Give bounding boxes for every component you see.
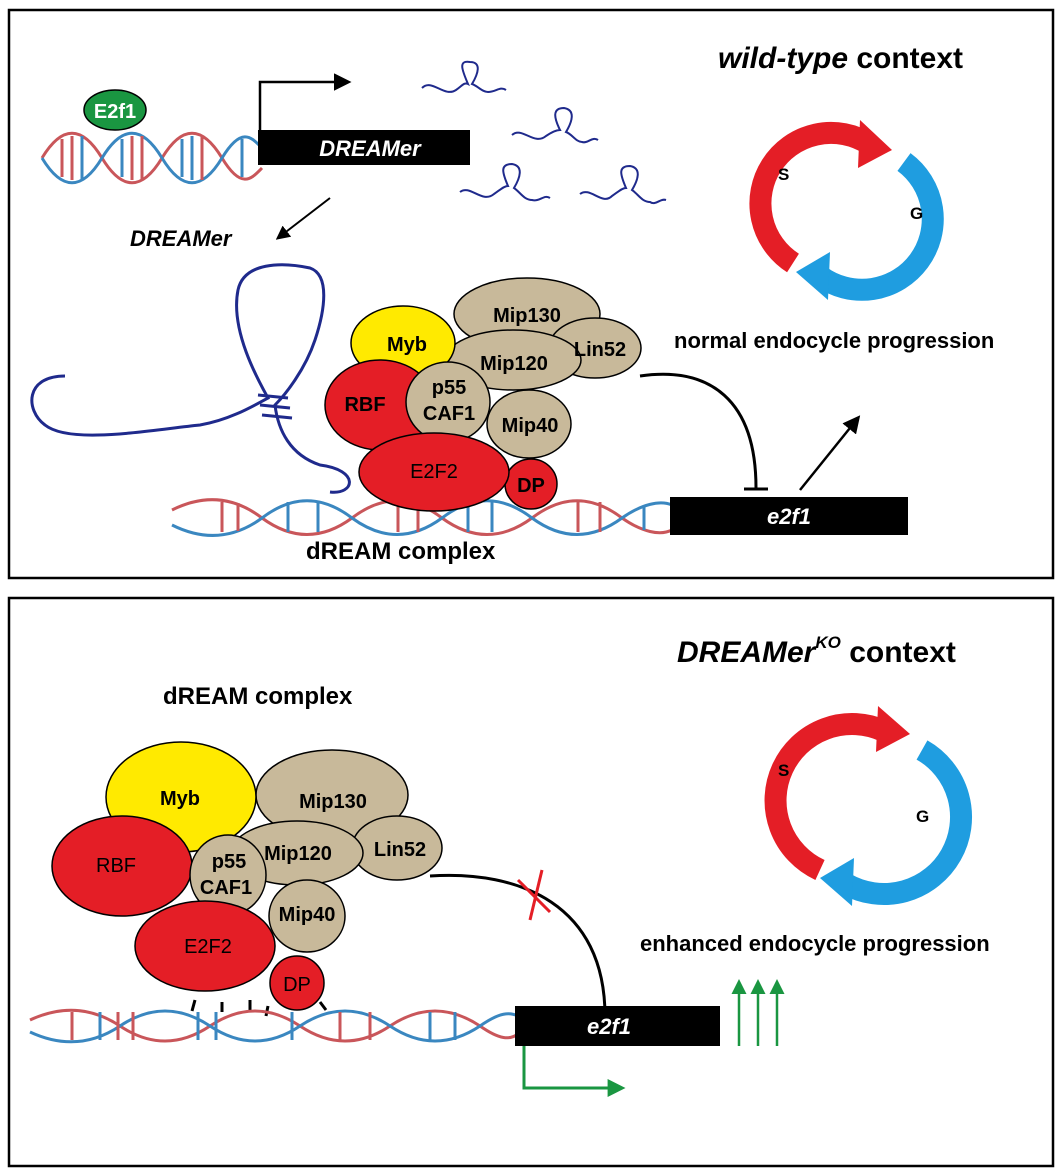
outcome-top-label: normal endocycle progression	[674, 328, 994, 353]
dna-helix-top-e2f1	[171, 498, 673, 537]
cycle-g-top-label: G	[910, 204, 923, 223]
dreamer-rna-hairpin	[30, 263, 351, 494]
cycle-s-bottom-label: S	[778, 761, 789, 780]
myb-bottom-label: Myb	[160, 788, 200, 810]
dna-helix-bottom	[29, 1008, 519, 1044]
mip40-bottom	[268, 879, 346, 953]
outcome-bottom-label: enhanced endocycle progression	[640, 931, 990, 956]
repression-line-top	[639, 372, 758, 489]
dream-complex-top	[324, 277, 642, 512]
p55-bottom-label: p55	[212, 851, 246, 873]
dp-top-label: DP	[517, 475, 545, 497]
caf1-top-label: CAF1	[423, 403, 475, 425]
e2f1-gene-top-box	[670, 497, 908, 535]
blocked-cross	[516, 869, 552, 921]
cycle-s-top-label: S	[778, 165, 789, 184]
panel-wild-type: wild-type context E2f1 DREAMer	[7, 8, 1055, 580]
caf1-bottom-label: CAF1	[200, 877, 252, 899]
rna-transcripts	[421, 60, 667, 205]
mip40-top-label: Mip40	[502, 415, 559, 437]
panel-top-title: wild-type context	[718, 42, 963, 75]
progression-arrow-top	[799, 415, 861, 491]
mip40-top	[486, 389, 572, 459]
e2f2-top-label: E2F2	[410, 461, 458, 483]
upregulation-arrows	[731, 979, 785, 1046]
lin52-bottom-label: Lin52	[374, 839, 426, 861]
e2f1-gene-bottom-box	[515, 1006, 720, 1046]
mip120-top-label: Mip120	[480, 353, 548, 375]
mip120-bottom-label: Mip120	[264, 843, 332, 865]
dp-bottom-label: DP	[283, 974, 311, 996]
lin52-top-label: Lin52	[574, 339, 626, 361]
mip130-top-label: Mip130	[493, 305, 561, 327]
dream-complex-bottom-label: dREAM complex	[163, 683, 353, 710]
e2f2-bottom	[134, 900, 276, 992]
e2f1-tss-arrow-active	[522, 1046, 626, 1097]
mip130-bottom-label: Mip130	[299, 791, 367, 813]
dreamer-release-arrow	[275, 197, 331, 240]
repression-line-bottom	[429, 873, 607, 1017]
dream-complex-top-label: dREAM complex	[306, 538, 496, 565]
rbf-top-label: RBF	[344, 394, 385, 416]
dreamer-rna-label: DREAMer	[130, 226, 233, 251]
myb-top-label: Myb	[387, 334, 427, 356]
p55-top	[405, 361, 491, 443]
rbf-bottom-label: RBF	[96, 855, 136, 877]
cycle-g-bottom-label: G	[916, 807, 929, 826]
p55-top-label: p55	[432, 377, 466, 399]
e2f1-tf-label: E2f1	[94, 101, 136, 123]
dreamer-gene-label: DREAMer	[319, 136, 422, 161]
cell-cycle-bottom	[764, 706, 972, 906]
panel-bottom-title: DREAMerKO context	[677, 633, 956, 669]
panel-dreamer-ko: DREAMerKO context dREAM complex Myb Mip1…	[7, 596, 1055, 1168]
e2f1-gene-top-label: e2f1	[767, 504, 811, 529]
e2f2-bottom-label: E2F2	[184, 936, 232, 958]
dreamer-gene-box	[258, 130, 470, 165]
dreamer-tss-arrow	[258, 73, 352, 130]
dna-helix-top-promoter	[40, 131, 264, 185]
dream-complex-bottom	[51, 741, 443, 1011]
e2f2-top	[358, 432, 510, 512]
e2f1-tf-oval	[83, 89, 147, 131]
mip40-bottom-label: Mip40	[279, 904, 336, 926]
cell-cycle-top	[749, 120, 944, 301]
dp-bottom	[269, 955, 325, 1011]
